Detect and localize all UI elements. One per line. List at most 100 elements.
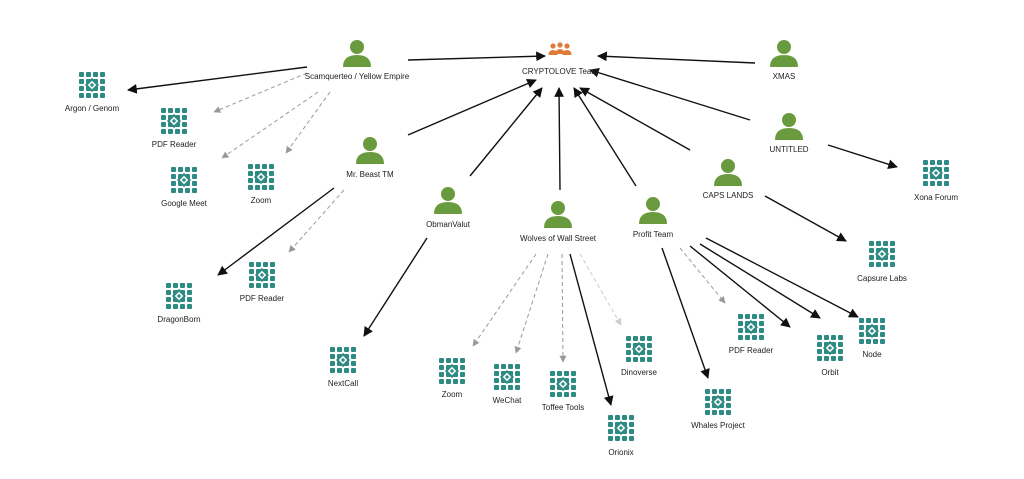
relation-edge-dashed bbox=[213, 72, 308, 113]
person-node-xmas[interactable]: XMAS bbox=[770, 40, 798, 81]
node-label: WeChat bbox=[493, 396, 523, 405]
node-label: Whales Project bbox=[691, 421, 746, 430]
app-node-argon[interactable]: Argon / Genom bbox=[65, 72, 120, 113]
relation-edge bbox=[569, 253, 614, 406]
node-label: Mr. Beast TM bbox=[346, 170, 394, 179]
relation-edge-dashed bbox=[221, 91, 319, 159]
person-node-untitled[interactable]: UNTITLED bbox=[769, 113, 809, 154]
node-label: Dinoverse bbox=[621, 368, 658, 377]
relation-edge bbox=[589, 67, 751, 121]
relation-edge bbox=[217, 187, 335, 276]
node-label: Argon / Genom bbox=[65, 104, 120, 113]
relation-edge bbox=[705, 237, 859, 318]
relation-edge-dashed bbox=[514, 253, 549, 354]
relation-edge-dashed bbox=[679, 247, 726, 304]
relation-edge bbox=[764, 195, 847, 242]
relation-edge-dashed bbox=[288, 189, 345, 253]
node-label: UNTITLED bbox=[769, 145, 808, 154]
app-node-dragonborn[interactable]: DragonBorn bbox=[157, 283, 201, 324]
team-node[interactable]: CRYPTOLOVE Team bbox=[522, 42, 598, 76]
person-icon bbox=[343, 40, 371, 67]
person-node-mrbeast[interactable]: Mr. Beast TM bbox=[346, 137, 394, 179]
relation-edge bbox=[689, 245, 791, 328]
relation-edge bbox=[579, 87, 691, 151]
app-icon bbox=[869, 241, 895, 267]
app-icon bbox=[171, 167, 197, 193]
node-label: Scamquerteo / Yellow Empire bbox=[305, 72, 410, 81]
node-label: Google Meet bbox=[161, 199, 208, 208]
app-icon bbox=[859, 318, 885, 344]
relation-edge bbox=[573, 87, 637, 187]
relation-edge bbox=[597, 51, 756, 64]
relation-edge bbox=[699, 243, 821, 319]
app-node-capsure[interactable]: Capsure Labs bbox=[857, 241, 907, 283]
person-icon bbox=[544, 201, 572, 228]
app-node-node[interactable]: Node bbox=[859, 318, 885, 359]
person-node-obmanvalut[interactable]: ObmanValut bbox=[426, 187, 471, 229]
relation-edge-dashed bbox=[472, 253, 537, 347]
app-icon bbox=[439, 358, 465, 384]
app-node-wechat[interactable]: WeChat bbox=[493, 364, 523, 405]
app-icon bbox=[738, 314, 764, 340]
relation-edge bbox=[661, 247, 710, 379]
app-icon bbox=[705, 389, 731, 415]
app-node-zoom2[interactable]: Zoom bbox=[439, 358, 465, 399]
node-label: PDF Reader bbox=[152, 140, 197, 149]
group-icon bbox=[548, 42, 572, 55]
person-node-capslands[interactable]: CAPS LANDS bbox=[703, 159, 754, 200]
node-label: CAPS LANDS bbox=[703, 191, 754, 200]
node-label: PDF Reader bbox=[729, 346, 774, 355]
relation-edge-dashed bbox=[559, 253, 567, 363]
person-icon bbox=[770, 40, 798, 67]
app-node-pdf1[interactable]: PDF Reader bbox=[152, 108, 197, 149]
app-node-gmeet[interactable]: Google Meet bbox=[161, 167, 208, 208]
node-label: Zoom bbox=[442, 390, 463, 399]
person-icon bbox=[639, 197, 667, 224]
relation-edge bbox=[407, 51, 546, 62]
relation-edge bbox=[469, 87, 543, 177]
relation-edge bbox=[127, 66, 308, 94]
node-label: ObmanValut bbox=[426, 220, 471, 229]
app-node-xona[interactable]: Xona Forum bbox=[914, 160, 958, 202]
app-node-orbit[interactable]: Orbit bbox=[817, 335, 843, 377]
node-label: Toffee Tools bbox=[542, 403, 584, 412]
app-node-nextcall[interactable]: NextCall bbox=[328, 347, 358, 388]
app-icon bbox=[550, 371, 576, 397]
node-label: Capsure Labs bbox=[857, 274, 907, 283]
person-icon bbox=[775, 113, 803, 140]
relation-edge bbox=[827, 144, 898, 169]
person-node-scamquerteo[interactable]: Scamquerteo / Yellow Empire bbox=[305, 40, 410, 81]
app-icon bbox=[166, 283, 192, 309]
app-node-pdf3[interactable]: PDF Reader bbox=[729, 314, 774, 355]
person-icon bbox=[714, 159, 742, 186]
app-node-zoom1[interactable]: Zoom bbox=[248, 164, 274, 205]
app-icon bbox=[161, 108, 187, 134]
relation-edge-dashed bbox=[285, 91, 331, 154]
app-node-orionix[interactable]: Orionix bbox=[608, 415, 634, 457]
app-node-pdf2[interactable]: PDF Reader bbox=[240, 262, 285, 303]
node-label: Zoom bbox=[251, 196, 272, 205]
node-label: PDF Reader bbox=[240, 294, 285, 303]
person-icon bbox=[356, 137, 384, 164]
app-node-whales[interactable]: Whales Project bbox=[691, 389, 746, 430]
person-node-wolves[interactable]: Wolves of Wall Street bbox=[520, 201, 597, 243]
app-node-toffee[interactable]: Toffee Tools bbox=[542, 371, 584, 412]
app-icon bbox=[330, 347, 356, 373]
app-node-dinoverse[interactable]: Dinoverse bbox=[621, 336, 658, 377]
node-label: CRYPTOLOVE Team bbox=[522, 67, 598, 76]
app-icon bbox=[923, 160, 949, 186]
app-icon bbox=[626, 336, 652, 362]
person-node-profit[interactable]: Profit Team bbox=[633, 197, 674, 239]
app-icon bbox=[817, 335, 843, 361]
node-label: Node bbox=[862, 350, 882, 359]
relation-edge bbox=[363, 237, 428, 337]
relation-edge bbox=[407, 78, 537, 136]
node-label: NextCall bbox=[328, 379, 358, 388]
node-label: Xona Forum bbox=[914, 193, 958, 202]
app-icon bbox=[494, 364, 520, 390]
relation-edge bbox=[554, 87, 564, 191]
edge-layer bbox=[127, 51, 898, 406]
node-label: Orbit bbox=[821, 368, 839, 377]
